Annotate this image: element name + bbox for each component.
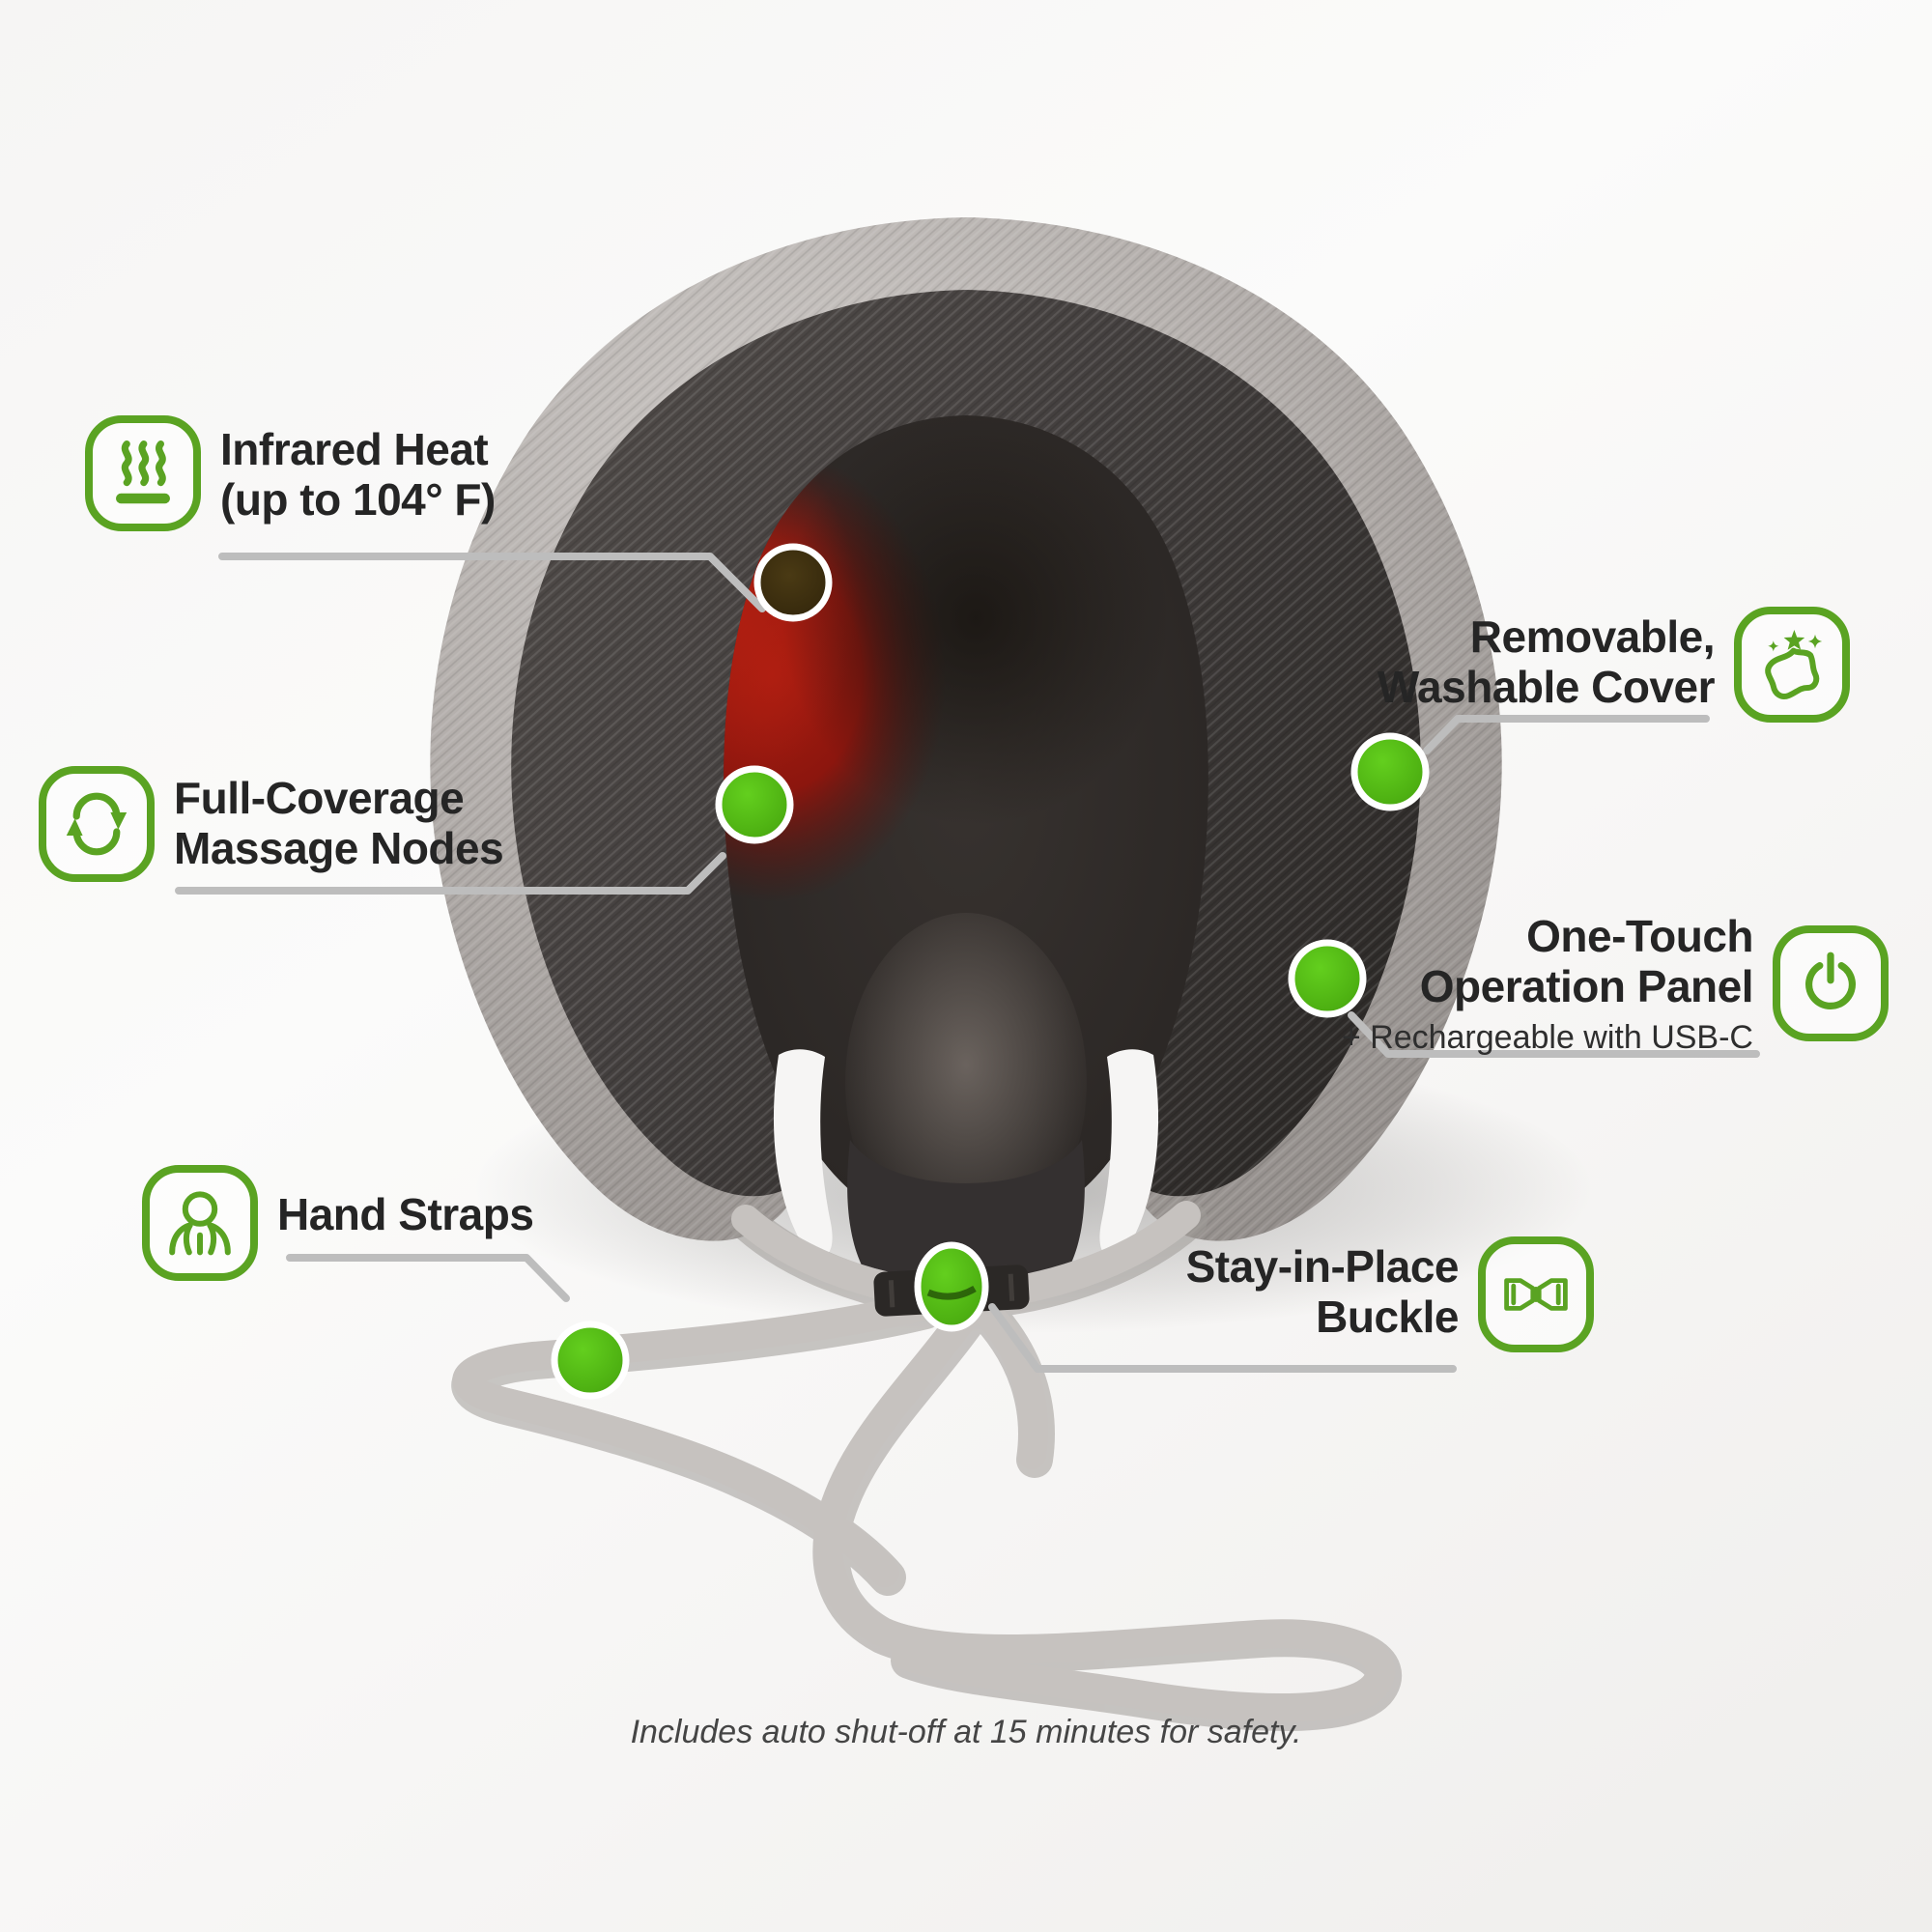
leader-massage-nodes — [175, 852, 726, 895]
power-icon — [1773, 925, 1889, 1041]
callout-title-cover-line2: Washable Cover — [1377, 661, 1716, 712]
callout-title-panel-line2: Operation Panel — [1419, 960, 1754, 1011]
callout-infrared-heat: Infrared Heat (up to 104° F) — [85, 415, 496, 531]
marker-washable-cover — [1350, 732, 1430, 811]
callout-title-massage-line2: Massage Nodes — [174, 822, 504, 873]
gap-left — [773, 1049, 833, 1258]
callout-title-panel-line1: One-Touch — [1526, 911, 1753, 961]
marker-operation-panel — [1288, 939, 1367, 1018]
circular-arrows-icon — [39, 766, 155, 882]
hand-strap-right-loop — [813, 1299, 1395, 1722]
callout-title-buckle-line1: Stay-in-Place — [1185, 1241, 1460, 1292]
strap-tail — [967, 1292, 1048, 1469]
buckle-icon — [1478, 1236, 1594, 1352]
fabric-sparkle-icon — [1734, 607, 1850, 723]
leader-hand-straps — [286, 1254, 570, 1302]
leader-buckle — [988, 1303, 1457, 1373]
callout-massage-nodes: Full-Coverage Massage Nodes — [39, 766, 504, 882]
cavity-shade — [782, 415, 1169, 826]
person-wearing-pillow-icon — [142, 1165, 258, 1281]
leader-operation-panel — [1348, 1011, 1760, 1058]
marker-hand-straps — [551, 1321, 630, 1400]
callout-title-buckle-line2: Buckle — [1316, 1291, 1459, 1342]
callout-subtitle-panel: + Rechargeable with USB-C — [1341, 1019, 1753, 1057]
callout-stay-in-place-buckle: Stay-in-Place Buckle — [1186, 1236, 1594, 1352]
callout-title-infrared-line2: (up to 104° F) — [220, 473, 496, 525]
marker-massage-nodes — [715, 765, 794, 844]
callout-hand-straps: Hand Straps — [142, 1165, 534, 1281]
callout-title-hand-straps: Hand Straps — [277, 1189, 534, 1239]
callout-title-cover-line1: Removable, — [1469, 611, 1716, 662]
callout-title-infrared-line1: Infrared Heat — [220, 424, 489, 474]
marker-buckle — [914, 1241, 989, 1332]
feature-markers — [551, 543, 1430, 1400]
leader-washable-cover — [1423, 715, 1710, 754]
neck-dome-sheen — [845, 913, 1087, 1236]
leader-lines — [175, 553, 1760, 1373]
neck-column — [847, 1140, 1085, 1309]
safety-note: Includes auto shut-off at 15 minutes for… — [630, 1714, 1302, 1750]
hand-strap-left-loop — [452, 1292, 937, 1587]
callout-title-massage-line1: Full-Coverage — [174, 773, 465, 823]
gap-right — [1099, 1049, 1159, 1258]
leader-infrared-heat — [218, 553, 766, 612]
callout-operation-panel: One-Touch Operation Panel + Rechargeable… — [1341, 911, 1889, 1057]
heat-waves-icon — [85, 415, 201, 531]
callout-washable-cover: Removable, Washable Cover — [1378, 607, 1850, 723]
marker-infrared-heat — [753, 543, 833, 622]
